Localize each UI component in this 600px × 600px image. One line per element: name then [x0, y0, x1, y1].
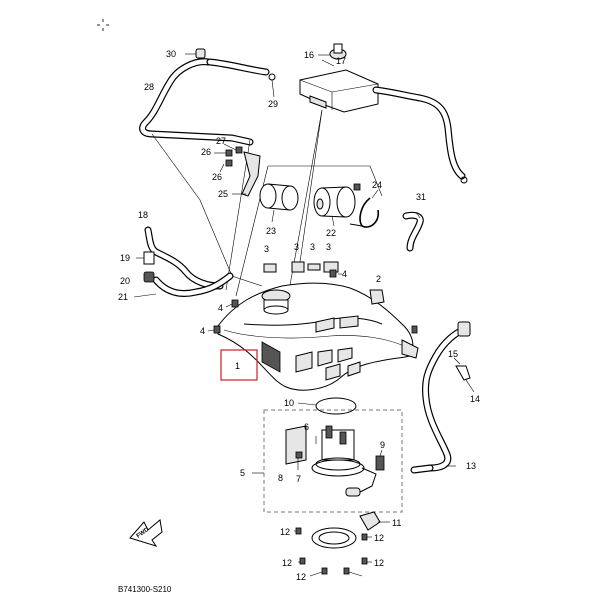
- damper-23[interactable]: [259, 183, 299, 223]
- hose-31[interactable]: [402, 211, 424, 252]
- label-6: 6: [304, 422, 309, 432]
- label-9: 9: [380, 440, 385, 450]
- label-15: 15: [448, 349, 458, 359]
- label-26-upper: 26: [201, 147, 211, 157]
- label-12-d: 12: [374, 558, 384, 568]
- label-18: 18: [138, 210, 148, 220]
- retaining-ring-11[interactable]: [311, 511, 390, 549]
- label-20: 20: [120, 276, 130, 286]
- label-14: 14: [470, 394, 480, 404]
- diagram-code: B741300-S210: [118, 585, 172, 594]
- hose-14[interactable]: [465, 379, 475, 393]
- bolt-27[interactable]: [223, 143, 243, 154]
- label-2: 2: [376, 274, 381, 284]
- label-28: 28: [144, 82, 154, 92]
- label-12-a: 12: [280, 527, 290, 537]
- bolt-4-left-lower[interactable]: [207, 325, 221, 334]
- fitting-20[interactable]: [143, 271, 155, 283]
- bolt-26-lower[interactable]: [219, 159, 233, 173]
- gasket-10[interactable]: [297, 397, 357, 415]
- label-25: 25: [218, 189, 228, 199]
- label-10: 10: [284, 398, 294, 408]
- label-12-c: 12: [282, 558, 292, 568]
- vent-hose[interactable]: [372, 86, 468, 184]
- screw-right[interactable]: [411, 325, 418, 334]
- label-22: 22: [326, 228, 336, 238]
- part-1-highlight: [220, 349, 258, 381]
- plates-3[interactable]: [263, 261, 339, 273]
- label-5: 5: [240, 468, 245, 478]
- label-8: 8: [278, 473, 283, 483]
- label-1: 1: [235, 361, 240, 371]
- label-21: 21: [118, 292, 128, 302]
- bolt-26-upper[interactable]: [214, 149, 233, 157]
- breather-hose-28[interactable]: [139, 58, 270, 146]
- label-4-right: 4: [342, 269, 347, 279]
- label-27: 27: [216, 136, 226, 146]
- filter-19[interactable]: [136, 251, 155, 265]
- label-29: 29: [268, 99, 278, 109]
- label-16: 16: [304, 50, 314, 60]
- fuel-tank-1[interactable]: [217, 282, 419, 391]
- label-17: 17: [336, 56, 346, 66]
- label-4-left-lower: 4: [200, 326, 205, 336]
- damper-22[interactable]: [313, 183, 361, 227]
- clip-29[interactable]: [268, 73, 276, 98]
- label-11: 11: [392, 518, 401, 528]
- label-3-c: 3: [310, 242, 315, 252]
- fuel-hose-13[interactable]: [410, 321, 471, 474]
- clip-30[interactable]: [185, 48, 206, 59]
- screws-12[interactable]: [294, 527, 372, 577]
- label-7: 7: [296, 474, 301, 484]
- label-31: 31: [416, 192, 426, 202]
- fwd-arrow-icon: FWD: [129, 519, 163, 547]
- label-26-lower: 26: [212, 172, 222, 182]
- bracket-25[interactable]: [232, 151, 261, 197]
- cap-16[interactable]: [318, 43, 347, 60]
- band-24[interactable]: [349, 189, 380, 228]
- registration-mark: [97, 19, 109, 31]
- label-23: 23: [266, 226, 276, 236]
- label-12-b: 12: [374, 533, 384, 543]
- hose-21-end[interactable]: [133, 293, 157, 298]
- label-24: 24: [372, 180, 382, 190]
- label-13: 13: [466, 461, 476, 471]
- label-4-left-upper: 4: [218, 303, 223, 313]
- part-labels: 30 16 17 28 29 27 26 26 25 24 31 18 23 2…: [118, 49, 480, 582]
- label-19: 19: [120, 253, 130, 263]
- label-3-d: 3: [326, 242, 331, 252]
- bolt-4-left-upper[interactable]: [225, 299, 239, 308]
- label-12-e: 12: [296, 572, 306, 582]
- label-3-a: 3: [264, 244, 269, 254]
- tank-guide-lines: [151, 109, 383, 297]
- fuel-pump-assembly-5[interactable]: [252, 409, 403, 513]
- joint-15[interactable]: [453, 357, 471, 381]
- label-3-b: 3: [294, 242, 299, 252]
- hose-18[interactable]: [144, 226, 234, 297]
- label-30: 30: [166, 49, 176, 59]
- bolt-4-right[interactable]: [329, 269, 342, 278]
- charcoal-canister-17[interactable]: [299, 59, 379, 113]
